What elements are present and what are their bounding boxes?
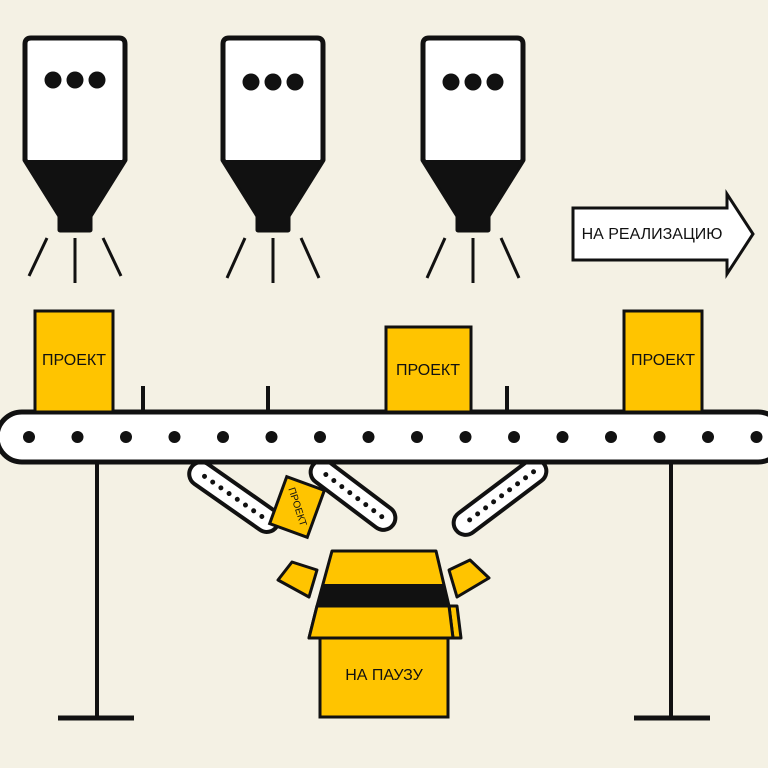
conveyor-roller xyxy=(314,431,326,443)
bin-flap-right xyxy=(447,558,491,599)
support-leg-right xyxy=(634,462,710,721)
project-box-3: ПРОЕКТ xyxy=(622,309,704,414)
arrow-label: НА РЕАЛИЗАЦИЮ xyxy=(582,226,723,243)
realization-arrow: НА РЕАЛИЗАЦИЮ xyxy=(571,188,755,280)
spray-line xyxy=(425,237,447,279)
hopper-dot xyxy=(242,73,260,91)
hopper-dot xyxy=(88,71,106,89)
project-box-1: ПРОЕКТ xyxy=(33,309,115,414)
conveyor-roller xyxy=(168,431,181,443)
conveyor-roller xyxy=(508,431,520,443)
pause-bin: НА ПАУЗУ xyxy=(276,549,491,719)
spray-line xyxy=(499,237,521,279)
conveyor-roller xyxy=(459,431,472,443)
project-box-label: ПРОЕКТ xyxy=(42,352,106,369)
project-box-2: ПРОЕКТ xyxy=(384,325,473,414)
hopper-dot xyxy=(44,71,62,89)
conveyor-roller xyxy=(71,431,84,443)
conveyor-belt xyxy=(0,409,768,465)
spray-line xyxy=(27,237,49,277)
conveyor-roller xyxy=(653,431,666,443)
support-leg-left xyxy=(58,462,134,721)
spray-line xyxy=(101,237,123,277)
conveyor-rollers xyxy=(23,431,763,443)
chute-right xyxy=(451,457,549,537)
conveyor-roller xyxy=(362,431,375,443)
hopper-dot xyxy=(66,71,84,89)
hopper-3 xyxy=(420,35,526,283)
hopper-dot xyxy=(286,73,304,91)
hopper-2 xyxy=(220,35,326,283)
conveyor-roller xyxy=(605,431,617,443)
conveyor-roller xyxy=(23,431,35,443)
project-box-label: ПРОЕКТ xyxy=(631,352,695,369)
conveyor-roller xyxy=(120,431,132,443)
falling-project-box: ПРОЕКТ xyxy=(267,474,327,540)
chute-middle xyxy=(308,458,398,532)
conveyor-roller xyxy=(750,431,763,443)
bin-flap-left xyxy=(276,560,319,599)
hopper-dot xyxy=(442,73,460,91)
bin-label: НА ПАУЗУ xyxy=(345,667,423,684)
hopper-dot xyxy=(486,73,504,91)
conveyor-roller xyxy=(217,431,229,443)
conveyor-roller xyxy=(411,431,423,443)
project-box-label: ПРОЕКТ xyxy=(396,362,460,379)
spray-line xyxy=(225,237,247,279)
hopper-dot xyxy=(464,73,482,91)
hopper-1 xyxy=(22,35,128,283)
bin-front xyxy=(318,636,450,719)
spray-line xyxy=(299,237,321,279)
conveyor-roller xyxy=(265,431,278,443)
conveyor-roller xyxy=(702,431,714,443)
conveyor-roller xyxy=(556,431,569,443)
hopper-dot xyxy=(264,73,282,91)
bin-band xyxy=(317,584,449,606)
